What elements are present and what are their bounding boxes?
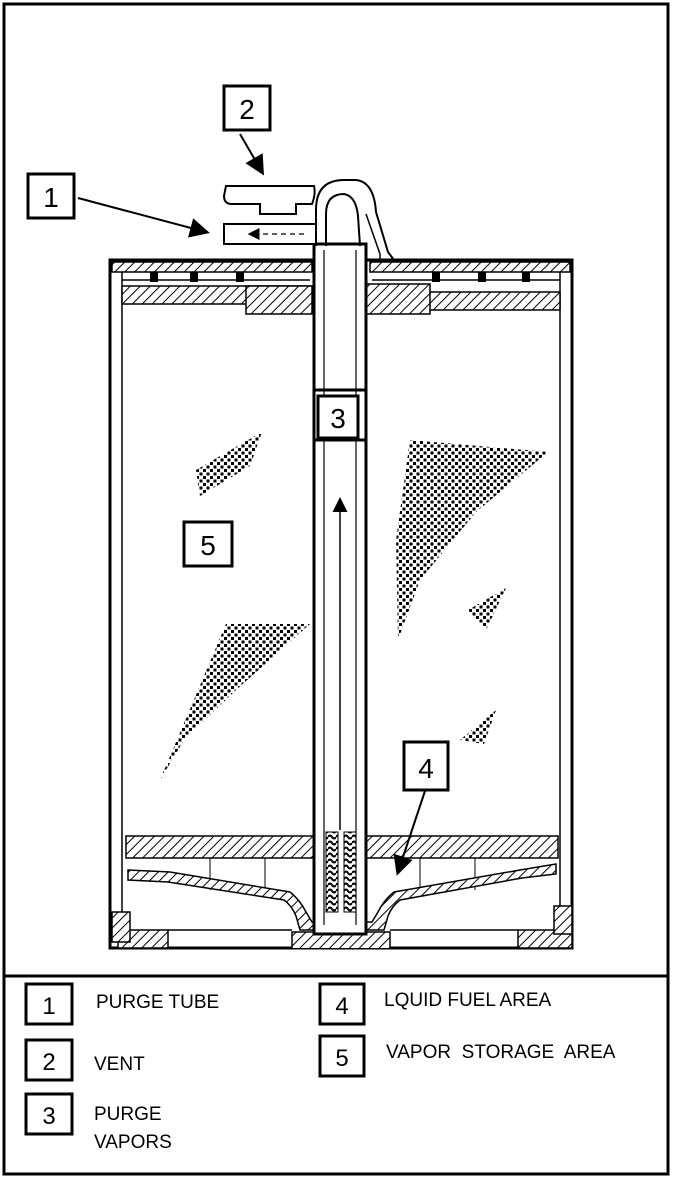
purge-tube-assembly <box>222 179 395 936</box>
outer-frame <box>2 2 670 1176</box>
leader-arrows <box>77 133 427 876</box>
callout-1: 1 <box>26 172 76 220</box>
callout-3: 3 <box>316 394 360 440</box>
legend-item-1: 1 PURGE TUBE <box>24 982 219 1026</box>
legend-item-4-num: 4 <box>335 993 348 1020</box>
callout-5-label: 5 <box>200 530 216 561</box>
legend-item-5: 5 VAPOR STORAGE AREA <box>318 1034 616 1078</box>
legend-item-3-num: 3 <box>42 1103 55 1130</box>
callout-3-label: 3 <box>330 403 346 434</box>
callout-1-label: 1 <box>43 182 59 213</box>
legend-item-5-label: VAPOR STORAGE AREA <box>386 1042 616 1063</box>
legend-item-4: 4 LQUID FUEL AREA <box>318 982 552 1026</box>
vapor-stipple <box>160 432 548 780</box>
callout-2: 2 <box>222 84 272 132</box>
callout-5: 5 <box>182 520 234 568</box>
legend-item-3: 3 PURGE VAPORS <box>24 1092 172 1153</box>
canister-body <box>108 258 574 950</box>
legend-item-5-num: 5 <box>335 1045 348 1072</box>
legend-item-2-num: 2 <box>42 1049 55 1076</box>
callout-2-label: 2 <box>239 94 255 125</box>
callout-4: 4 <box>402 740 450 792</box>
legend-item-4-label: LQUID FUEL AREA <box>384 990 552 1011</box>
legend-item-2-label: VENT <box>94 1054 145 1075</box>
callout-4-label: 4 <box>418 753 434 784</box>
legend-item-1-num: 1 <box>42 993 55 1020</box>
legend-item-3-label-line1: PURGE <box>94 1104 162 1125</box>
legend-item-3-label-line2: VAPORS <box>94 1132 172 1153</box>
legend-item-1-label: PURGE TUBE <box>96 992 219 1013</box>
legend: 1 PURGE TUBE 2 VENT 3 PURGE VAPORS 4 LQU… <box>24 982 616 1153</box>
legend-item-2: 2 VENT <box>24 1038 145 1082</box>
